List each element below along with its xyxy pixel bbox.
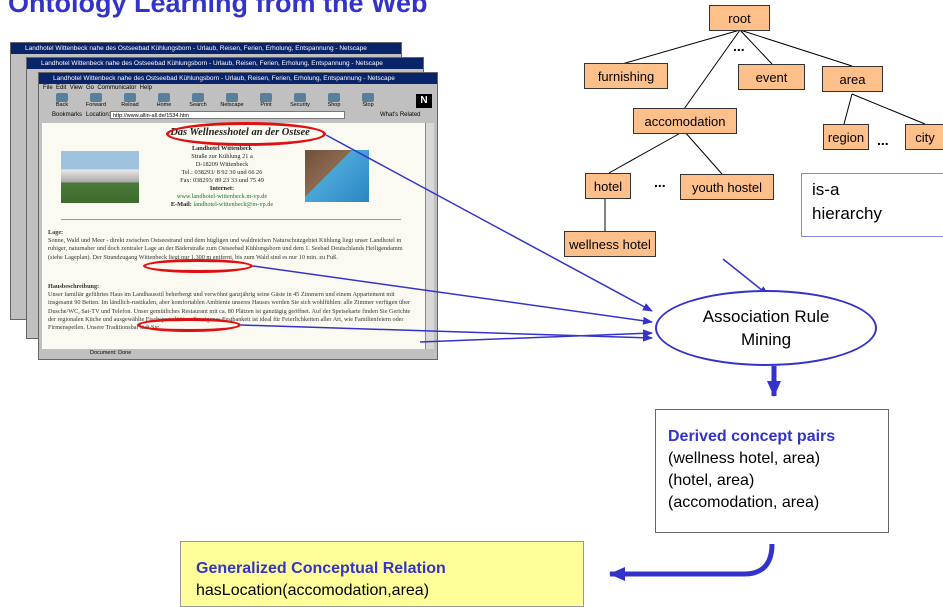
node-city: city (905, 124, 943, 150)
url-field[interactable]: http://www.allin-all.de/1534.htm (110, 111, 345, 119)
node-youth-hostel: youth hostel (680, 174, 774, 200)
highlight-strandzugang (143, 259, 253, 273)
stop-icon (362, 93, 374, 102)
window-title: Landhotel Wittenbeck nahe des Ostseebad … (11, 43, 401, 54)
search-button[interactable]: Search (184, 93, 212, 108)
print-icon (260, 93, 272, 102)
shop-icon (328, 93, 340, 102)
lage-section: Lage: Sonne, Wald und Meer - direkt zwis… (48, 229, 418, 262)
print-button[interactable]: Print (252, 93, 280, 108)
hotel-city: D-18209 Wittenbeck (195, 161, 249, 168)
node-region: region (823, 124, 869, 150)
derived-pair-3: (accomodation, area) (668, 494, 820, 511)
vertical-scrollbar[interactable] (425, 123, 434, 349)
derived-pair-2: (hotel, area) (668, 472, 755, 489)
search-icon (192, 93, 204, 102)
window-title: Landhotel Wittenbeck nahe des Ostseebad … (39, 73, 437, 84)
home-button[interactable]: Home (150, 93, 178, 108)
stop-button[interactable]: Stop (354, 93, 382, 108)
slide-title: Ontology Learning from the Web (8, 0, 428, 18)
bookmarks-button[interactable]: Bookmarks (52, 112, 83, 118)
generalized-heading: Generalized Conceptual Relation (196, 560, 446, 577)
status-bar: Document: Done (40, 349, 435, 358)
node-hotel: hotel (585, 173, 631, 199)
hotel-address: Landhotel Wittenbeck Straße zur Kühlung … (137, 145, 307, 209)
netscape-icon (226, 93, 238, 102)
security-button[interactable]: Security (286, 93, 314, 108)
menu-bar: File Edit View Go Communicator Help (39, 84, 437, 93)
hotel-fax: Fax: 038293/ 89 23 33 und 75 49 (180, 177, 264, 184)
menu-help[interactable]: Help (139, 85, 153, 91)
forward-icon (90, 93, 102, 102)
generalized-relation-box: Generalized Conceptual Relation hasLocat… (180, 541, 584, 607)
node-event: event (738, 64, 805, 90)
mining-line-2: Mining (740, 330, 792, 349)
lage-heading: Lage: (48, 229, 64, 236)
node-accomodation: accomodation (633, 108, 737, 134)
menu-file[interactable]: File (43, 85, 53, 91)
ellipsis-root: ... (733, 38, 745, 54)
hotel-exterior-photo (61, 151, 139, 203)
node-root: root (709, 5, 770, 31)
isa-line-1: is-a (812, 180, 840, 199)
haus-heading: Hausbeschreibung: (48, 283, 100, 290)
lock-icon (294, 93, 306, 102)
window-title: Landhotel Wittenbeck nahe des Ostseebad … (27, 58, 423, 69)
node-wellness-hotel: wellness hotel (564, 231, 656, 257)
isa-line-2: hierarchy (812, 204, 882, 223)
location-bar: Bookmarks Location: http://www.allin-all… (40, 109, 435, 121)
hotel-pool-photo (305, 150, 369, 202)
derived-pair-1: (wellness hotel, area) (668, 450, 821, 467)
lage-text: Sonne, Wald und Meer - direkt zwischen O… (48, 237, 403, 261)
internet-label: Internet: (209, 185, 235, 192)
isa-hierarchy-label: is-a hierarchy (801, 173, 943, 237)
email-label: E-Mail: (170, 201, 192, 208)
generalized-relation: hasLocation(accomodation,area) (196, 582, 430, 599)
email-link[interactable]: landhotel-wittenbeck@m-vp.de (193, 201, 274, 208)
association-rule-mining: Association Rule Mining (655, 290, 877, 366)
internet-link[interactable]: www.landhotel-wittenbeck.m-vp.de (176, 193, 268, 200)
menu-go[interactable]: Go (85, 85, 94, 91)
netscape-logo-icon: N (416, 94, 432, 108)
whats-related-button[interactable]: What's Related (380, 112, 421, 118)
menu-edit[interactable]: Edit (56, 85, 67, 91)
web-page-content: Das Wellnesshotel an der Ostsee Landhote… (42, 123, 425, 349)
home-icon (158, 93, 170, 102)
hotel-name: Landhotel Wittenbeck (191, 145, 253, 152)
ellipsis-area: ... (877, 132, 889, 148)
highlight-wellnesshotel (166, 122, 326, 146)
menu-communicator[interactable]: Communicator (97, 85, 137, 91)
nav-toolbar: Back Forward Reload Home Search Netscape… (40, 93, 435, 109)
menu-view[interactable]: View (69, 85, 83, 91)
netscape-button[interactable]: Netscape (218, 93, 246, 108)
shop-button[interactable]: Shop (320, 93, 348, 108)
hotel-tel: Tel.: 038293/ 8 92 30 und 66 26 (181, 169, 263, 176)
forward-button[interactable]: Forward (82, 93, 110, 108)
derived-concept-pairs-box: Derived concept pairs (wellness hotel, a… (655, 409, 889, 533)
status-text: Document: Done (90, 350, 132, 356)
divider (61, 219, 401, 220)
highlight-restaurant (137, 318, 241, 332)
node-area: area (822, 66, 883, 92)
reload-button[interactable]: Reload (116, 93, 144, 108)
ellipsis-hotel: ... (654, 174, 666, 190)
back-icon (56, 93, 68, 102)
reload-icon (124, 93, 136, 102)
back-button[interactable]: Back (48, 93, 76, 108)
node-furnishing: furnishing (584, 63, 668, 89)
mining-line-1: Association Rule (702, 307, 830, 326)
hotel-street: Straße zur Kühlung 21 a (191, 153, 253, 160)
derived-heading: Derived concept pairs (668, 428, 836, 445)
location-label: Location: (86, 112, 111, 118)
